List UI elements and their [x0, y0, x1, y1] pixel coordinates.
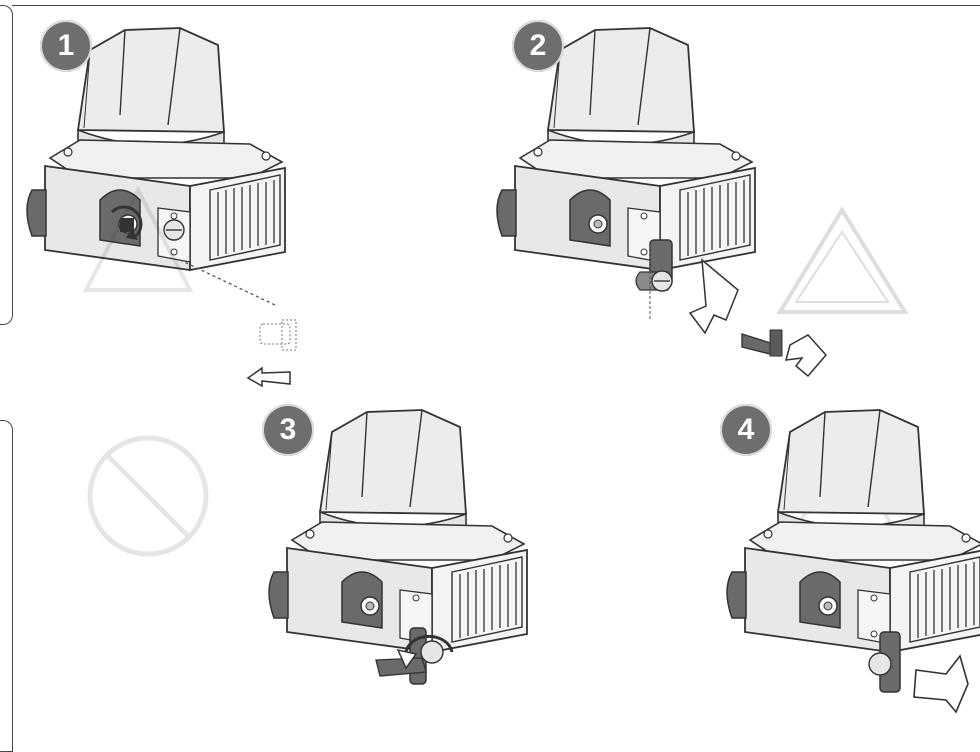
insert-arrow-icon [913, 654, 969, 714]
step-2-badge: 2 [512, 20, 564, 72]
warning-triangle-icon [776, 206, 909, 314]
step-1-badge: 1 [40, 20, 92, 72]
remove-arrow-icon [784, 334, 827, 378]
device-step-4 [726, 409, 980, 714]
step-3-badge: 3 [262, 404, 314, 456]
device-step-1 [26, 27, 286, 271]
rotate-arrow-icon [396, 634, 454, 670]
key-icon [741, 329, 783, 357]
rotate-arrow-icon [110, 205, 143, 240]
step-4-badge: 4 [720, 404, 772, 456]
prohibition-sign-icon [87, 435, 209, 557]
insert-arrow-icon [688, 258, 739, 335]
insert-arrow-icon [246, 366, 291, 388]
device-step-3 [268, 409, 528, 685]
device-step-2 [496, 27, 756, 320]
key-icon [179, 259, 297, 351]
warning-triangle-icon [82, 185, 194, 292]
frame-top-rule [12, 5, 980, 6]
key-icon [120, 218, 134, 232]
